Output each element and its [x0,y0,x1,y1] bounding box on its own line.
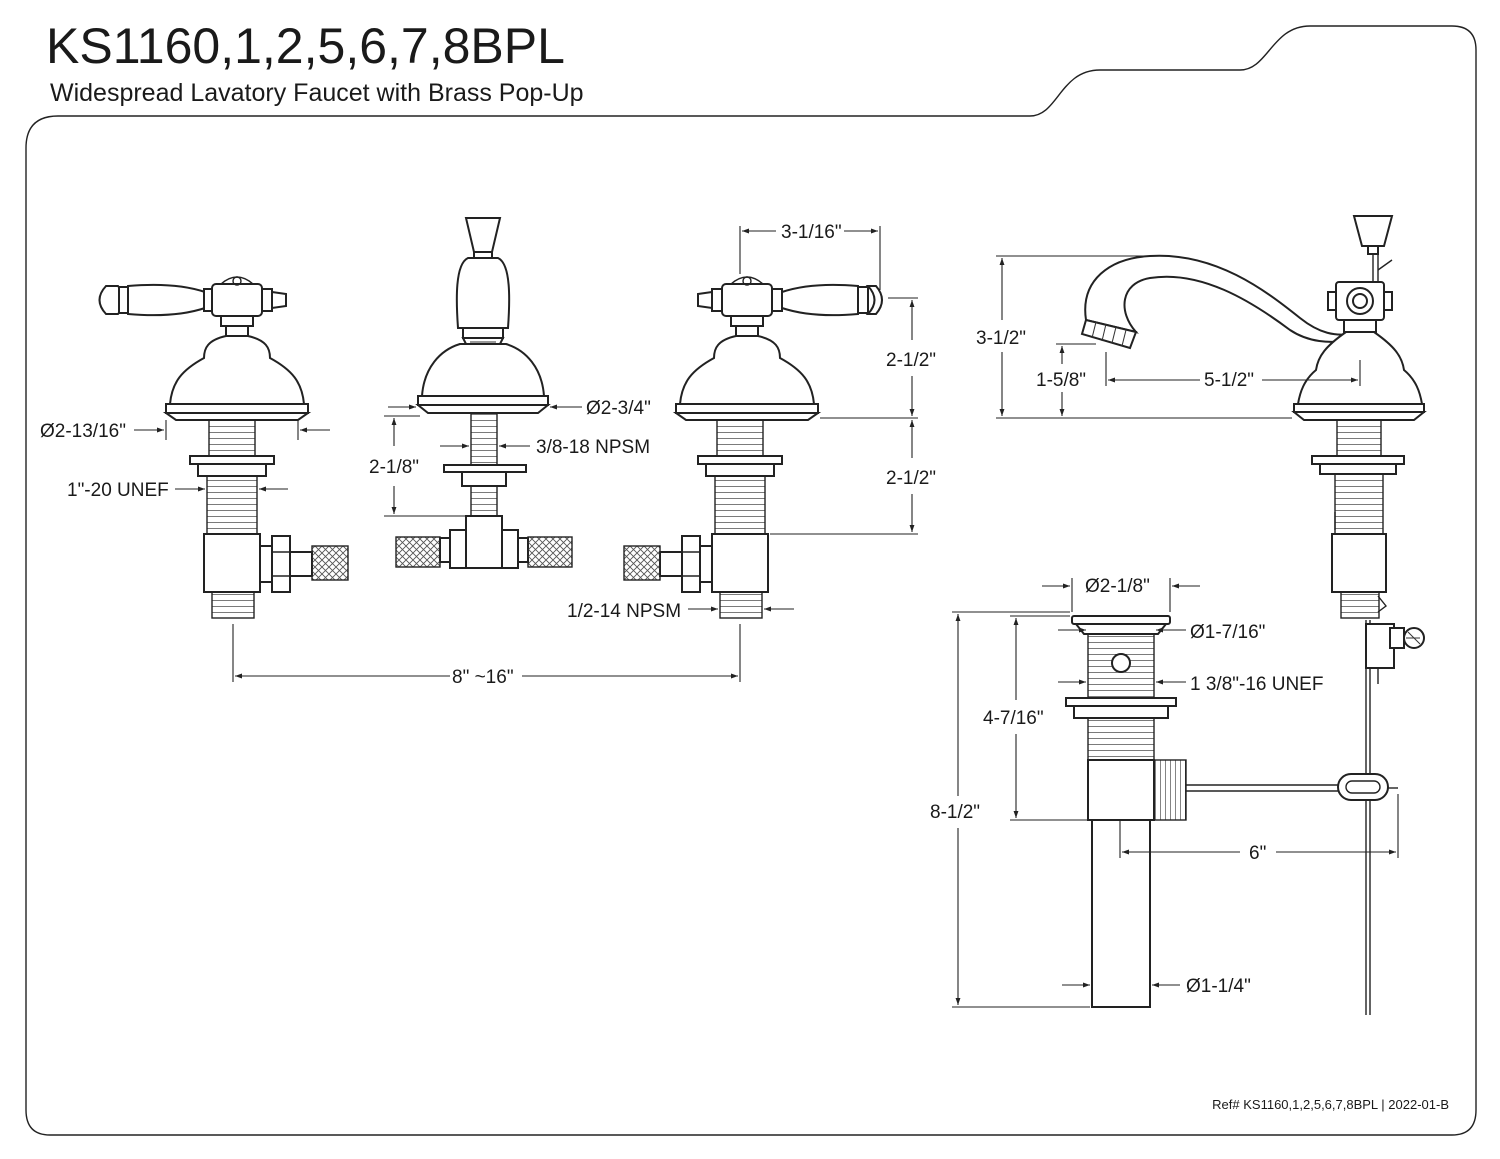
label-spout-reach: 5-1/2" [1204,370,1254,391]
page-title: KS1160,1,2,5,6,7,8BPL [46,18,565,74]
label-shank-thread: 1"-20 UNEF [67,480,169,501]
label-drain-total-length: 8-1/2" [930,802,980,823]
center-spout [395,217,573,569]
label-handle-width: 3-1/16" [781,222,842,243]
label-tailpiece-diameter: Ø1-1/4" [1186,976,1251,997]
reference-code: Ref# KS1160,1,2,5,6,7,8BPL | 2022-01-B [1212,1097,1449,1112]
drawing-frame [25,25,1477,1136]
label-drain-body-diameter: Ø1-7/16" [1190,622,1265,643]
label-spout-base-diameter: Ø2-3/4" [586,398,651,419]
right-handle-valve [623,276,883,619]
faucet-side-view [1080,215,1427,1015]
label-valve-shank-height: 2-1/2" [886,468,936,489]
label-faucet-height: 3-1/2" [976,328,1026,349]
page-subtitle: Widespread Lavatory Faucet with Brass Po… [50,79,584,107]
label-spread: 8" ~16" [452,667,514,688]
left-handle-valve [98,276,349,619]
label-spout-clearance: 1-5/8" [1036,370,1086,391]
dimension-lines [134,226,1399,1008]
label-spout-thread: 3/8-18 NPSM [536,437,650,458]
label-inlet-thread: 1/2-14 NPSM [567,601,681,622]
label-drain-thread: 1 3/8"-16 UNEF [1190,674,1323,695]
label-pivot-rod-length: 6" [1249,843,1266,864]
label-handle-height: 2-1/2" [886,350,936,371]
label-drain-flange-diameter: Ø2-1/8" [1085,576,1150,597]
label-handle-diameter: Ø2-13/16" [40,421,126,442]
popup-drain [1065,615,1398,1008]
dimension-labels: Ø2-13/16" 1"-20 UNEF Ø2-3/4" 3/8-18 NPSM… [40,222,1323,997]
label-drain-body-length: 4-7/16" [983,708,1044,729]
label-spout-shank-height: 2-1/8" [369,457,419,478]
